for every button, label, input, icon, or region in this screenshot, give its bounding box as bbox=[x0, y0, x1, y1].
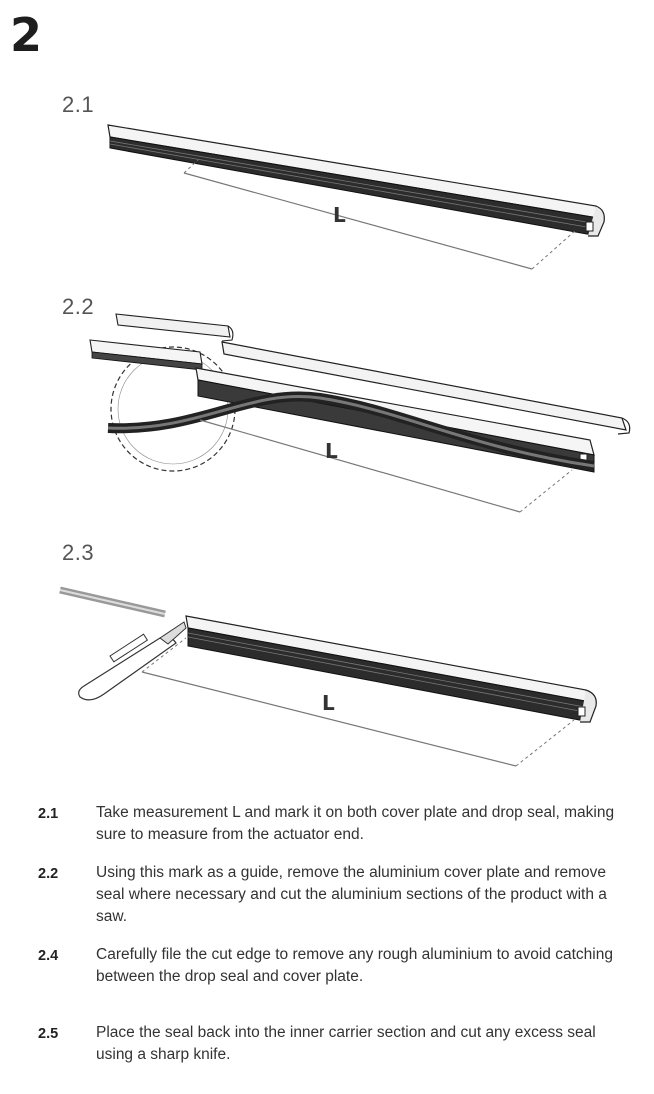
instructions-list: 2.1 Take measurement L and mark it on bo… bbox=[38, 802, 628, 1066]
figure-label-2-2: 2.2 bbox=[62, 294, 95, 319]
figure-2-3-illustration: L bbox=[59, 586, 597, 767]
instruction-number: 2.1 bbox=[38, 806, 59, 822]
figure-2-2-illustration: L bbox=[89, 313, 631, 513]
instruction-text: Place the seal back into the inner carri… bbox=[96, 1024, 596, 1063]
instruction-text: Take measurement L and mark it on both c… bbox=[96, 804, 615, 843]
step-number: 2 bbox=[10, 8, 43, 62]
knife-icon bbox=[78, 621, 187, 701]
measure-label-2-1: L bbox=[333, 203, 346, 227]
figure-2-1-illustration: L bbox=[107, 124, 605, 270]
instruction-item: 2.5 Place the seal back into the inner c… bbox=[38, 1022, 628, 1066]
instruction-item: 2.4 Carefully file the cut edge to remov… bbox=[38, 944, 628, 988]
instruction-item: 2.1 Take measurement L and mark it on bo… bbox=[38, 802, 628, 846]
instruction-number: 2.2 bbox=[38, 866, 59, 882]
instruction-number: 2.4 bbox=[38, 948, 59, 964]
figure-label-2-3: 2.3 bbox=[62, 540, 95, 565]
instruction-text: Carefully file the cut edge to remove an… bbox=[96, 946, 613, 985]
figure-label-2-1: 2.1 bbox=[62, 92, 95, 117]
instruction-number: 2.5 bbox=[38, 1026, 59, 1042]
measure-label-2-2: L bbox=[325, 439, 338, 463]
instruction-item: 2.2 Using this mark as a guide, remove t… bbox=[38, 862, 628, 928]
measure-label-2-3: L bbox=[322, 691, 335, 715]
instruction-text: Using this mark as a guide, remove the a… bbox=[96, 864, 607, 925]
